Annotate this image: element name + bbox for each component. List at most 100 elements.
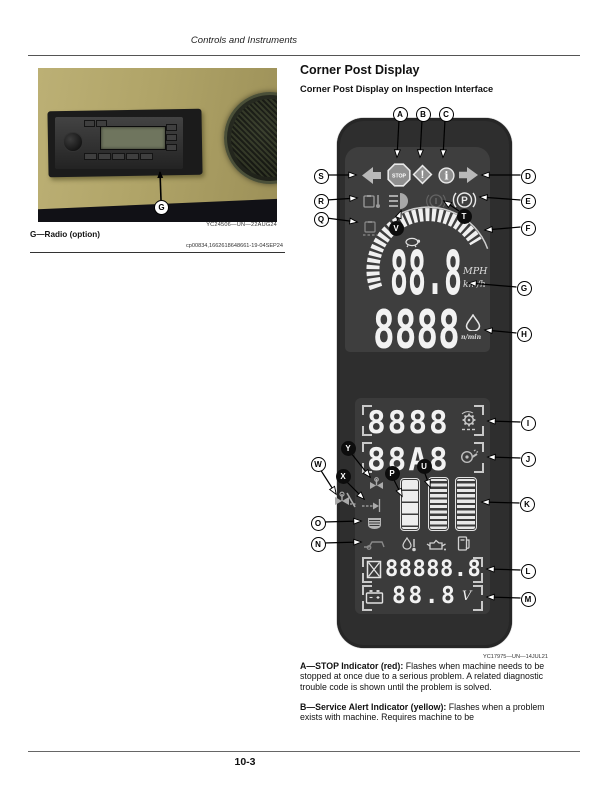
callout-V: V [388, 220, 404, 236]
svg-text:P: P [461, 196, 468, 207]
callout-J: J [520, 451, 536, 467]
speed-unit-mph: MPH [463, 266, 488, 277]
callout-G: G [516, 280, 532, 296]
radio-button [112, 153, 125, 160]
oil-pressure-gauge [428, 477, 449, 531]
speaker-icon [224, 92, 277, 184]
callout-R: R [313, 193, 329, 209]
stop-label: STOP [392, 173, 407, 179]
reservoir-level-icon [363, 221, 377, 236]
gear-readout: 8888 [367, 405, 450, 441]
callout-N: N [310, 536, 326, 552]
radio-button [140, 153, 153, 160]
callout-H: H [516, 326, 532, 342]
warning-glyph: ! [421, 169, 425, 181]
battery-icon [365, 590, 384, 604]
paragraph-b-text: Flashes when a problem exists with machi… [300, 701, 545, 723]
paragraph-a-lead: A—STOP Indicator (red): [300, 661, 404, 671]
callout-G: G [154, 200, 169, 215]
figure-code: YC24506—UN—22AUG24 [206, 222, 277, 228]
callout-S: S [313, 168, 329, 184]
voltage-unit: V [462, 589, 472, 604]
hydraulic-oil-temp-icon [363, 195, 380, 208]
turbo-icon [460, 449, 479, 464]
voltage-section [362, 585, 483, 611]
spray-valve-icon-y [370, 477, 383, 489]
callout-arrow-g [157, 171, 164, 201]
running-header: Controls and Instruments [190, 35, 298, 46]
fuel-level-gauge [455, 477, 477, 531]
callout-E: E [520, 193, 536, 209]
radio-button [84, 120, 95, 127]
callout-I: I [520, 415, 536, 431]
paragraph-b-lead: B—Service Alert Indicator (yellow): [300, 701, 447, 712]
callout-L: L [520, 563, 536, 579]
radio-button [84, 153, 97, 160]
speed-unit-kmh: km/h [463, 280, 486, 290]
gear-display-section [362, 405, 484, 436]
radio-volume-knob [63, 132, 83, 152]
indicator-descriptions: A—STOP Indicator (red): Flashes when mac… [300, 661, 554, 732]
section-subtitle: Corner Post Display on Inspection Interf… [300, 84, 494, 94]
callout-W: W [310, 456, 326, 472]
voltage-readout: 88.8 [392, 583, 458, 609]
radio-button [166, 134, 177, 141]
callout-X: X [335, 468, 351, 484]
rpm-droplet-icon [465, 314, 481, 331]
radio-button [126, 153, 139, 160]
oil-pressure-icon [426, 539, 446, 551]
paragraph-a: A—STOP Indicator (red): Flashes when mac… [300, 661, 554, 692]
radio-button [166, 124, 177, 131]
footer-rule [28, 751, 580, 752]
stop-indicator-icon: STOP [387, 163, 411, 187]
turn-right-arrow-icon [459, 167, 478, 183]
spray-section-icon-x [362, 499, 381, 512]
callout-K: K [519, 496, 535, 512]
hour-meter-readout: 88888.8 [385, 557, 482, 582]
radio-lcd-display [100, 126, 166, 150]
upper-screen [345, 147, 490, 352]
info-indicator-icon: i [438, 167, 455, 184]
radio-button [96, 120, 107, 127]
callout-O: O [310, 515, 326, 531]
callout-M: M [520, 591, 536, 607]
speaker-grille [231, 99, 277, 177]
paragraph-a-text: Flashes when machine needs to be stopped… [300, 661, 545, 692]
corner-post-display-diagram: STOP ! i P [300, 100, 562, 665]
turn-left-arrow-icon [362, 167, 381, 184]
gear-rotation-icon [461, 411, 476, 431]
coolant-temp-icon [402, 537, 416, 552]
engine-readout: 88A8 [367, 442, 450, 478]
park-brake-icon: P [452, 192, 477, 208]
radio-button [166, 144, 177, 151]
page-title: Corner Post Display [300, 63, 420, 77]
callout-B: B [415, 106, 431, 122]
callout-T: T [456, 208, 472, 224]
page-number: 10-3 [234, 756, 256, 768]
radio-photo: G [38, 68, 277, 222]
callout-D: D [520, 168, 536, 184]
paragraph-b: B—Service Alert Indicator (yellow): Flas… [300, 702, 554, 723]
callout-P: P [384, 465, 400, 481]
air-filter-icon-o [368, 518, 381, 529]
hour-meter-section [362, 557, 483, 583]
callout-A: A [392, 106, 408, 122]
rpm-unit: n/min [461, 334, 482, 341]
figure-code: YC17975—UN—14JUL21 [483, 654, 548, 660]
speed-readout: 88.8 [390, 238, 462, 309]
callout-Q: Q [313, 211, 329, 227]
service-alert-diamond-icon: ! [412, 164, 433, 185]
header-rule [28, 55, 580, 56]
figure-legend: G—Radio (option) [30, 230, 101, 239]
implement-icon-n [364, 541, 385, 550]
fuel-icon [457, 536, 470, 551]
section-rule [30, 252, 285, 253]
coolant-temp-gauge [400, 478, 420, 531]
callout-C: C [438, 106, 454, 122]
turtle-slow-icon [405, 237, 421, 248]
rpm-readout: 8888 [373, 300, 460, 361]
high-beam-icon [389, 193, 408, 209]
hourglass-icon [366, 560, 382, 579]
callout-F: F [520, 220, 536, 236]
